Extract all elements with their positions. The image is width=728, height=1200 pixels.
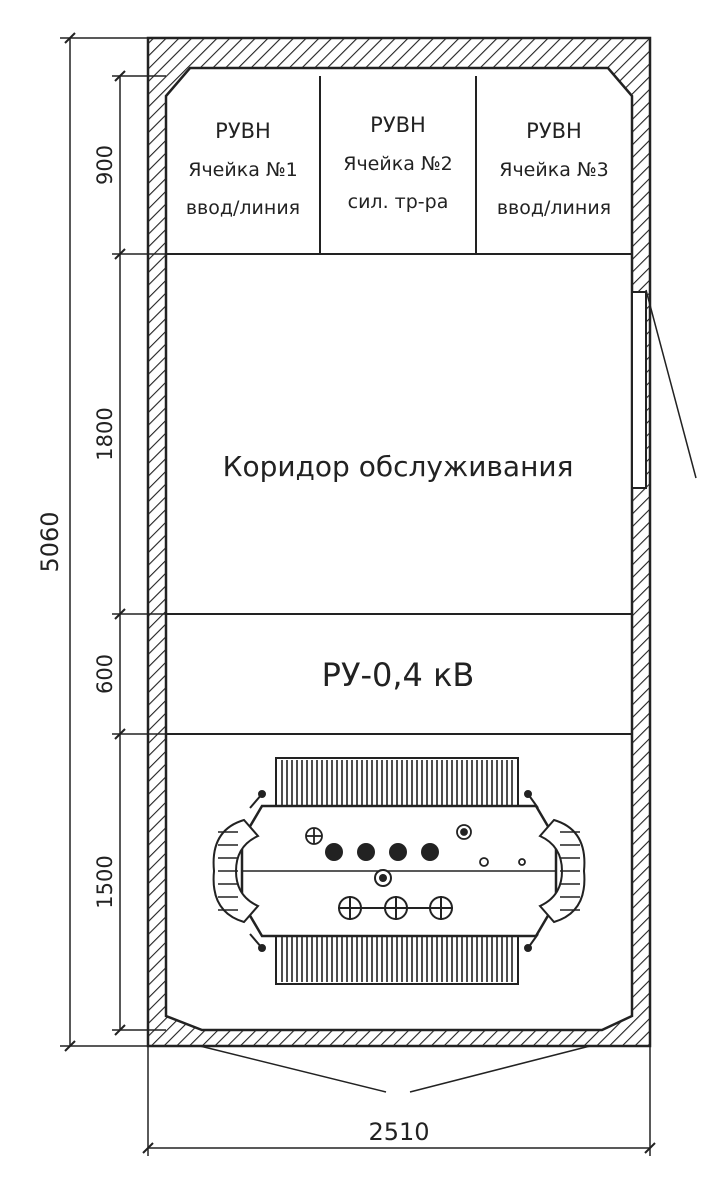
dim-segment-1800: 1800 — [93, 407, 117, 460]
lv-bushing — [421, 843, 439, 861]
leader-line-left — [199, 1045, 387, 1093]
lifting-lugs — [249, 790, 539, 952]
room-divisions — [166, 76, 632, 735]
hv-cells: РУВН Ячейка №1 ввод/линия РУВН Ячейка №2… — [186, 113, 611, 219]
hv-cell-1: РУВН Ячейка №1 ввод/линия — [186, 119, 300, 219]
dim-total-width: 2510 — [368, 1118, 429, 1146]
hv-cell-3: РУВН Ячейка №3 ввод/линия — [497, 119, 611, 219]
dim-total-height: 5060 — [36, 511, 64, 572]
cell-2-title: РУВН — [370, 113, 426, 137]
drain-plug-icon — [518, 858, 526, 866]
hv-bushing — [429, 896, 453, 920]
corridor-label: Коридор обслуживания — [223, 450, 574, 483]
dimension-labels: 5060 900 1800 600 1500 2510 — [36, 145, 430, 1146]
lv-bushing — [325, 843, 343, 861]
hv-bushings — [338, 896, 453, 920]
oil-valve-icon — [479, 857, 489, 867]
cell-1-title: РУВН — [215, 119, 271, 143]
cell-1-purpose: ввод/линия — [186, 197, 300, 219]
door-opening — [631, 291, 647, 489]
dimension-lines — [60, 37, 697, 1156]
cell-1-number: Ячейка №1 — [188, 159, 297, 181]
cell-3-number: Ячейка №3 — [499, 159, 608, 181]
cell-2-purpose: сил. тр-ра — [348, 191, 449, 213]
leader-line-right — [409, 1045, 591, 1093]
lv-switchgear-label: РУ-0,4 кВ — [322, 656, 475, 694]
neutral-bushing — [374, 869, 392, 887]
transformer-radiator-top — [275, 757, 519, 811]
cell-3-purpose: ввод/линия — [497, 197, 611, 219]
dim-segment-600: 600 — [93, 654, 117, 694]
dim-segment-1500: 1500 — [93, 855, 117, 908]
transformer-accessories — [305, 824, 526, 867]
hv-bushing — [384, 896, 408, 920]
gas-relay-icon — [305, 827, 323, 845]
hv-bushing — [338, 896, 362, 920]
cell-3-title: РУВН — [526, 119, 582, 143]
dimension-ticks — [64, 32, 656, 1154]
transformer-radiator-bottom — [275, 931, 519, 985]
lv-bushing — [357, 843, 375, 861]
hv-cell-2: РУВН Ячейка №2 сил. тр-ра — [343, 113, 452, 213]
power-transformer — [212, 757, 586, 985]
leader-line-door — [645, 289, 697, 479]
thermometer-icon — [456, 824, 472, 840]
lv-bushing — [389, 843, 407, 861]
cell-2-number: Ячейка №2 — [343, 153, 452, 175]
lv-bushings — [325, 843, 439, 861]
dim-segment-900: 900 — [93, 145, 117, 185]
